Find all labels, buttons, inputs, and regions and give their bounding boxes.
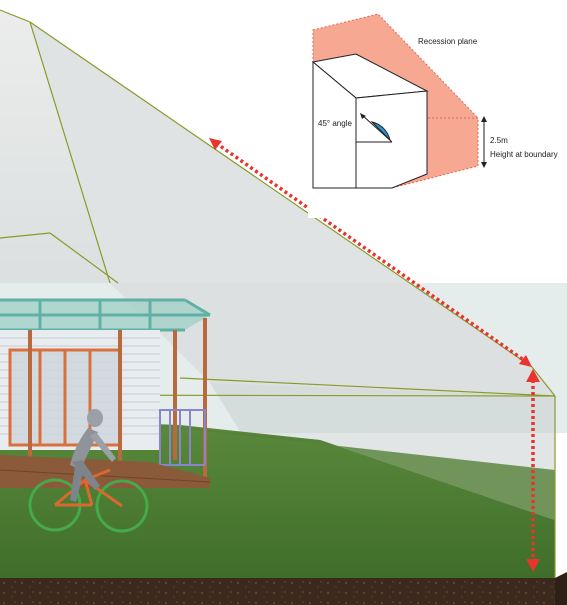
envelope-left-face bbox=[0, 10, 110, 283]
soil-strip bbox=[0, 578, 555, 605]
soil-edge bbox=[555, 572, 567, 605]
lawn-far bbox=[150, 425, 555, 520]
cyclist bbox=[28, 409, 149, 533]
slope-dimension-arrow bbox=[209, 138, 532, 367]
recession-plane-label: Recession plane bbox=[418, 37, 478, 46]
height-value-label: 2.5m bbox=[490, 136, 508, 145]
height-dimension-arrow bbox=[526, 369, 540, 572]
angle-label: 45° angle bbox=[318, 119, 352, 128]
lawn bbox=[0, 418, 555, 578]
envelope-outline bbox=[0, 9, 556, 578]
house bbox=[0, 298, 211, 488]
inset-diagram: Recession plane 45° angle 2.5m Height at… bbox=[308, 8, 566, 218]
height-desc-label: Height at boundary bbox=[490, 150, 558, 159]
